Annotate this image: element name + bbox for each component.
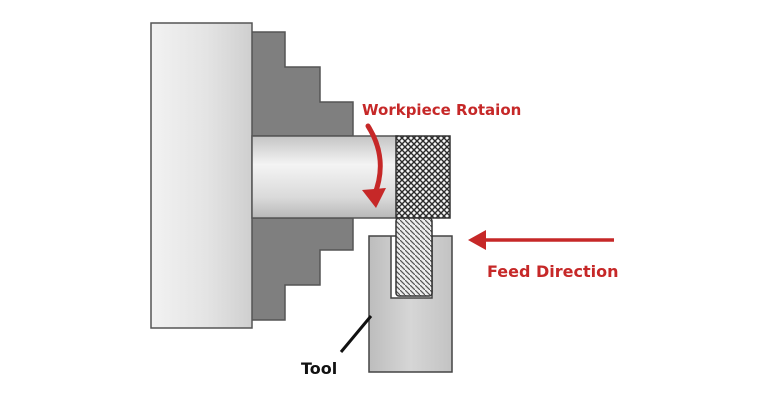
feed-direction-label: Feed Direction	[487, 262, 619, 281]
chuck-face	[150, 22, 253, 329]
tool-label: Tool	[301, 359, 337, 378]
tool-leader-line	[339, 315, 373, 353]
rotation-label: Workpiece Rotaion	[362, 101, 521, 119]
chuck-jaw-bottom	[249, 217, 354, 321]
curved-arrow-icon	[362, 123, 386, 208]
arrow-left-icon	[468, 230, 614, 250]
knurled-section	[395, 135, 451, 219]
chuck-jaw-top	[249, 31, 354, 137]
knurling-wheel	[395, 217, 433, 297]
